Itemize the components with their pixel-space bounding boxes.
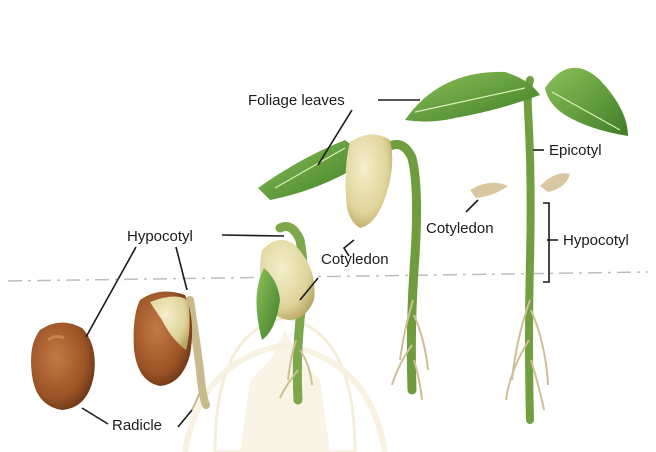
label-hypocotyl-right: Hypocotyl bbox=[563, 233, 629, 248]
seed-stage-2 bbox=[134, 291, 206, 410]
label-radicle: Radicle bbox=[112, 418, 162, 433]
seed-stage-1 bbox=[31, 322, 95, 410]
label-cotyledon-right: Cotyledon bbox=[426, 221, 494, 236]
label-foliage-leaves: Foliage leaves bbox=[248, 93, 345, 108]
label-epicotyl: Epicotyl bbox=[549, 143, 602, 158]
label-hypocotyl-left: Hypocotyl bbox=[127, 229, 193, 244]
watermark-seal bbox=[185, 318, 385, 452]
label-cotyledon-center: Cotyledon bbox=[321, 252, 389, 267]
soil-line bbox=[8, 272, 648, 281]
